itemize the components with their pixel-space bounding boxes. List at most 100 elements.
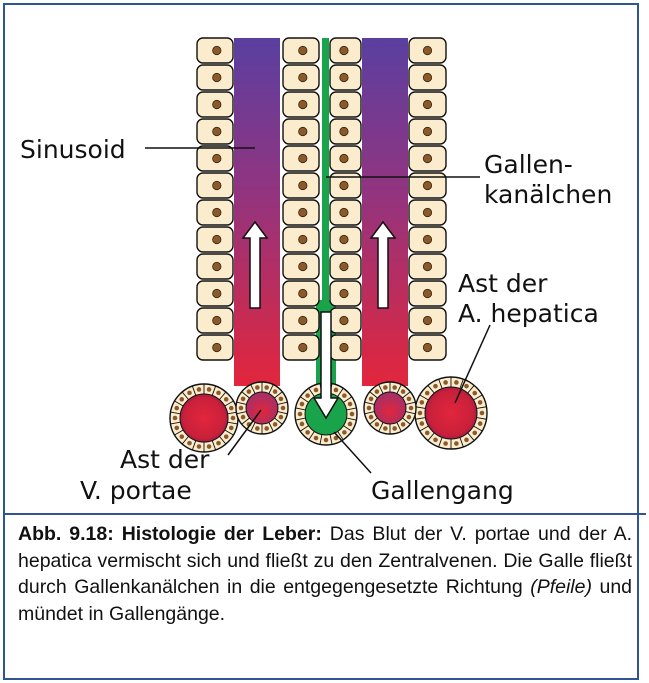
artery-branch-right-cell-nucleus <box>464 384 469 389</box>
artery-branch-right-lumen <box>425 387 477 439</box>
hepatocyte-nucleus <box>423 316 431 324</box>
bile-duct-cell-nucleus <box>314 388 319 393</box>
bile-duct-cell-nucleus <box>348 422 353 427</box>
hepatocyte-nucleus <box>213 127 221 135</box>
hepatocyte-nucleus <box>213 73 221 81</box>
portal-vein-branch-left-cell-nucleus <box>273 422 278 427</box>
hepatocyte-nucleus <box>423 235 431 243</box>
hepatocyte-nucleus <box>340 316 348 324</box>
hepatocyte-nucleus <box>213 46 221 54</box>
portal-vein-branch-left-cell-nucleus <box>279 397 284 402</box>
artery-branch-left-cell-nucleus <box>197 387 202 392</box>
hepatocyte-nucleus <box>299 343 307 351</box>
hepatocyte-nucleus <box>423 181 431 189</box>
bile-duct-cell-nucleus <box>342 430 347 435</box>
hepatocyte-nucleus <box>299 73 307 81</box>
label-gallen-1: Gallen- <box>484 150 573 179</box>
hepatocyte-nucleus <box>213 208 221 216</box>
hepatocyte-nucleus <box>423 154 431 162</box>
hepatocyte-nucleus <box>340 127 348 135</box>
artery-branch-left-cell-nucleus <box>216 441 221 446</box>
bile-duct-cell-nucleus <box>350 412 355 417</box>
artery-branch-left-cell-nucleus <box>231 416 236 421</box>
artery-branch-right-cell-nucleus <box>443 441 448 446</box>
label-ast-hepatica-2: A. hepatica <box>458 299 599 328</box>
artery-branch-left-cell-nucleus <box>216 391 221 396</box>
hepatocyte-nucleus <box>340 46 348 54</box>
portal-vein-branch-left-cell-nucleus <box>239 406 244 411</box>
label-sinusoid: Sinusoid <box>20 135 126 164</box>
bile-duct-cell-nucleus <box>342 393 347 398</box>
hepatocyte-nucleus <box>423 100 431 108</box>
label-gallengang: Gallengang <box>371 476 514 505</box>
artery-branch-right-cell-nucleus <box>420 421 425 426</box>
label-ast-portae-2: V. portae <box>80 476 192 505</box>
hepatocyte-nucleus <box>299 262 307 270</box>
hepatocyte-nucleus <box>340 100 348 108</box>
hepatocyte-nucleus <box>423 208 431 216</box>
portal-vein-branch-right-cell-nucleus <box>407 397 412 402</box>
bile-duct-cell-nucleus <box>324 438 329 443</box>
sinusoid-left <box>234 38 280 386</box>
bile-duct-cell-nucleus <box>300 402 305 407</box>
sinusoid-right <box>362 38 408 386</box>
portal-vein-branch-right-lumen <box>374 392 406 424</box>
bile-duct-cell-nucleus <box>300 422 305 427</box>
artery-branch-right-cell-nucleus <box>464 438 469 443</box>
artery-branch-right-cell-nucleus <box>478 400 483 405</box>
artery-branch-left-cell-nucleus <box>173 416 178 421</box>
bile-duct-cell-nucleus <box>298 412 303 417</box>
caption-italic: (Pfeile) <box>530 576 592 598</box>
hepatocyte-nucleus <box>299 235 307 243</box>
artery-branch-left-cell-nucleus <box>179 397 184 402</box>
portal-vein-branch-left-cell-nucleus <box>264 385 269 390</box>
hepatocyte-nucleus <box>340 235 348 243</box>
hepatocyte-nucleus <box>299 181 307 189</box>
portal-vein-branch-right-cell-nucleus <box>401 389 406 394</box>
portal-vein-branch-left-cell-nucleus <box>281 406 286 411</box>
artery-branch-right-cell-nucleus <box>480 411 485 416</box>
hepatocyte-nucleus <box>340 208 348 216</box>
hepatocyte-nucleus <box>423 73 431 81</box>
hepatocyte-nucleus <box>299 154 307 162</box>
hepatocyte-nucleus <box>340 154 348 162</box>
portal-vein-branch-right-cell-nucleus <box>409 406 414 411</box>
hepatocyte-nucleus <box>213 235 221 243</box>
portal-vein-branch-left-cell-nucleus <box>273 389 278 394</box>
portal-vein-branch-right-cell-nucleus <box>383 426 388 431</box>
portal-vein-branch-left-lumen <box>246 392 278 424</box>
artery-branch-left-cell-nucleus <box>224 397 229 402</box>
hepatocyte-nucleus <box>213 289 221 297</box>
portal-vein-branch-right-cell-nucleus <box>369 397 374 402</box>
hepatocyte-nucleus <box>340 289 348 297</box>
bile-duct-cell-nucleus <box>305 393 310 398</box>
bile-duct-cell-nucleus <box>305 430 310 435</box>
label-ast-hepatica-1: Ast der <box>458 269 548 298</box>
portal-vein-branch-left-cell-nucleus <box>241 397 246 402</box>
artery-branch-left-cell-nucleus <box>174 426 179 431</box>
hepatocyte-nucleus <box>299 127 307 135</box>
portal-vein-branch-left-cell-nucleus <box>247 389 252 394</box>
portal-vein-branch-right-cell-nucleus <box>407 415 412 420</box>
artery-branch-left-lumen <box>180 394 228 442</box>
portal-vein-branch-right-cell-nucleus <box>401 422 406 427</box>
artery-branch-right-cell-nucleus <box>443 380 448 385</box>
portal-vein-branch-right-cell-nucleus <box>392 385 397 390</box>
portal-vein-branch-left-cell-nucleus <box>255 385 260 390</box>
hepatocyte-nucleus <box>423 127 431 135</box>
hepatocyte-nucleus <box>340 73 348 81</box>
artery-branch-right-cell-nucleus <box>418 411 423 416</box>
caption-divider <box>3 513 646 515</box>
portal-vein-branch-right-cell-nucleus <box>367 406 372 411</box>
portal-vein-branch-left-cell-nucleus <box>264 426 269 431</box>
artery-branch-right-cell-nucleus <box>454 441 459 446</box>
hepatocyte-nucleus <box>423 343 431 351</box>
hepatocyte-nucleus <box>423 262 431 270</box>
hepatocyte-nucleus <box>299 100 307 108</box>
artery-branch-right-cell-nucleus <box>472 391 477 396</box>
hepatocyte-nucleus <box>213 154 221 162</box>
artery-branch-right-cell-nucleus <box>433 438 438 443</box>
portal-vein-branch-left-cell-nucleus <box>255 426 260 431</box>
artery-branch-right-cell-nucleus <box>478 421 483 426</box>
hepatocyte-nucleus <box>213 262 221 270</box>
